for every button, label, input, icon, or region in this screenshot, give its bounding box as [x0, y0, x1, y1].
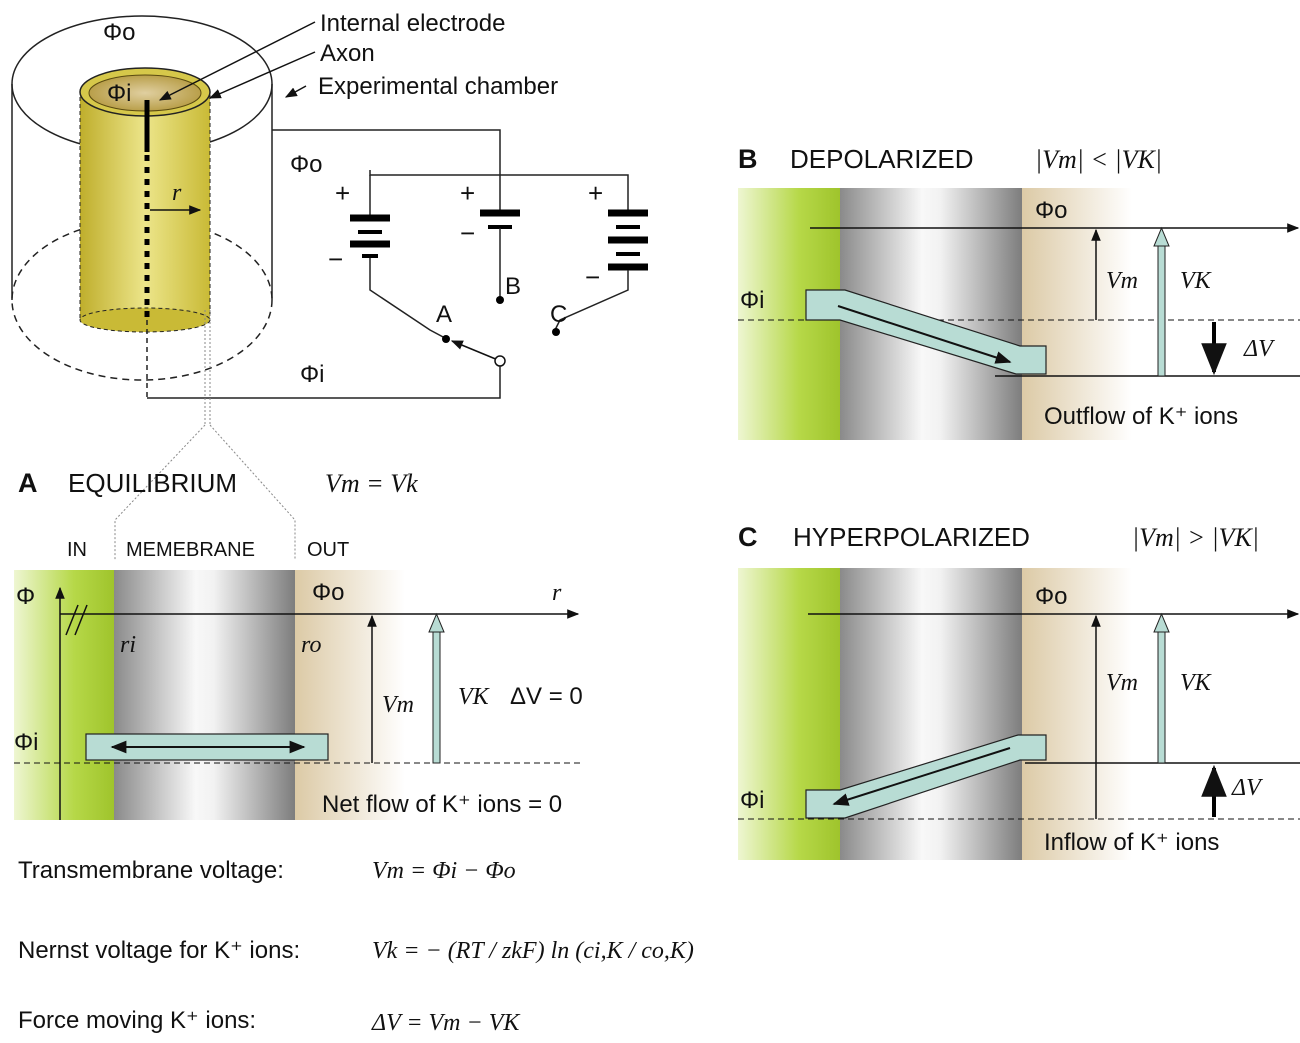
a-delta-v-label: ΔV = 0	[510, 683, 583, 710]
bat-a-wire	[369, 258, 446, 339]
panel-c-letter: C	[738, 522, 758, 552]
nernst-label: Nernst voltage for K⁺ ions:	[18, 937, 300, 964]
a-r-i-label: ri	[120, 632, 136, 658]
panel-c-condition: |Vm| > |VK|	[1132, 523, 1259, 552]
b-ion-bar	[805, 289, 1047, 375]
panel-b: B DEPOLARIZED |Vm| < |VK| Φo Φi Vm VK ΔV…	[738, 144, 1300, 440]
chamber-wire	[272, 129, 501, 210]
a-inside-region	[14, 570, 114, 820]
a-phi-i-label: Φi	[14, 729, 38, 756]
panel-a: A EQUILIBRIUM Vm = Vk IN MEMEBRANE OUT Φ…	[14, 468, 583, 820]
c-phi-i-label: Φi	[740, 787, 764, 814]
c-flow-caption: Inflow of K⁺ ions	[1044, 829, 1219, 856]
panel-c: C HYPERPOLARIZED |Vm| > |VK| Φo Φi Vm VK…	[738, 522, 1300, 860]
b-vk-arrow-shaft	[1157, 243, 1166, 377]
c-membrane-region	[840, 568, 1022, 860]
internal-electrode-label: Internal electrode	[320, 10, 505, 37]
b-outside-region	[1022, 188, 1132, 440]
a-vk-arrow-head	[428, 612, 445, 633]
phi-i-top-label: Φi	[107, 80, 131, 107]
battery-b-plus: +	[460, 178, 475, 208]
return-wire	[147, 366, 501, 399]
battery-b	[480, 209, 520, 229]
battery-b-minus: −	[460, 218, 475, 248]
c-phi-o-label: Φo	[1035, 583, 1068, 610]
chamber-pointer	[284, 85, 307, 98]
a-vk-label: VK	[458, 684, 491, 710]
bat-c-wire	[554, 270, 629, 331]
transmembrane-formula: Vm = Φi − Φo	[372, 858, 516, 884]
a-axis-break-2	[74, 604, 88, 636]
battery-c-minus: −	[585, 262, 600, 292]
zoom-fan-left	[114, 424, 206, 560]
force-formula: ΔV = Vm − VK	[371, 1010, 521, 1036]
equations: Transmembrane voltage: Vm = Φi − Φo Nern…	[18, 857, 694, 1036]
c-flow-arrow	[832, 747, 1011, 806]
panel-c-title: HYPERPOLARIZED	[793, 522, 1030, 552]
panel-a-condition: Vm = Vk	[325, 469, 418, 498]
battery-c-plus: +	[588, 178, 603, 208]
a-vk-arrow-shaft	[432, 629, 441, 764]
b-flow-caption: Outflow of K⁺ ions	[1044, 403, 1238, 430]
experiment-setup: r Φo Φi Internal electrode Axon Experime…	[11, 10, 648, 560]
b-vm-label: Vm	[1106, 268, 1138, 294]
b-vk-arrow-head	[1153, 226, 1170, 247]
panel-a-letter: A	[18, 468, 38, 498]
battery-a	[350, 214, 390, 258]
panel-a-title: EQUILIBRIUM	[68, 468, 237, 498]
r-label: r	[172, 180, 182, 206]
switch-pivot	[494, 355, 506, 367]
a-axis-r-label: r	[552, 580, 562, 606]
chamber-label: Experimental chamber	[318, 73, 558, 100]
battery-a-plus: +	[335, 178, 350, 208]
a-vm-label: Vm	[382, 692, 414, 718]
b-delta-v-label: ΔV	[1243, 336, 1275, 362]
a-membrane-region	[114, 570, 295, 820]
c-vk-label: VK	[1180, 670, 1213, 696]
chamber-bottom-ellipse	[11, 219, 273, 381]
a-axis-phi-label: Φ	[16, 583, 35, 610]
axon-pointer	[208, 51, 316, 99]
top-bus-wire	[369, 170, 629, 210]
c-delta-v-label: ΔV	[1231, 775, 1263, 801]
a-r-o-label: ro	[301, 632, 321, 658]
c-vm-label: Vm	[1106, 670, 1138, 696]
b-flow-arrow	[837, 305, 1012, 364]
battery-c	[608, 209, 648, 271]
axon-label: Axon	[320, 40, 375, 67]
c-vk-arrow-head	[1153, 612, 1170, 633]
switch-lever	[450, 340, 499, 361]
force-label: Force moving K⁺ ions:	[18, 1007, 256, 1034]
col-out-label: OUT	[307, 539, 349, 561]
phi-o-top-label: Φo	[103, 19, 136, 46]
switch-a-label: A	[436, 301, 452, 328]
a-flow-caption: Net flow of K⁺ ions = 0	[322, 791, 562, 818]
c-outside-region	[1022, 568, 1132, 860]
b-vk-label: VK	[1180, 268, 1213, 294]
col-membrane-label: MEMEBRANE	[126, 539, 255, 561]
c-vk-arrow-shaft	[1157, 629, 1166, 764]
panel-b-condition: |Vm| < |VK|	[1035, 145, 1162, 174]
nernst-formula: Vk = − (RT / zkF) ln (ci,K / co,K)	[372, 938, 694, 964]
a-outside-region	[295, 570, 405, 820]
phi-o-circuit-label: Φo	[290, 151, 323, 178]
switch-b-label: B	[505, 273, 521, 300]
a-phi-o-label: Φo	[312, 579, 345, 606]
phi-i-circuit-label: Φi	[300, 361, 324, 388]
switch-terminal-c	[552, 328, 560, 336]
transmembrane-label: Transmembrane voltage:	[18, 857, 284, 884]
electrode-pointer	[158, 21, 316, 101]
a-axis-break-1	[65, 604, 79, 636]
switch-terminal-b	[496, 296, 504, 304]
panel-b-title: DEPOLARIZED	[790, 144, 974, 174]
panel-b-letter: B	[738, 144, 758, 174]
switch-c-label: C	[550, 301, 567, 328]
b-phi-i-label: Φi	[740, 287, 764, 314]
b-phi-o-label: Φo	[1035, 197, 1068, 224]
col-in-label: IN	[67, 539, 87, 561]
battery-a-minus: −	[328, 244, 343, 274]
switch-terminal-a	[442, 335, 450, 343]
